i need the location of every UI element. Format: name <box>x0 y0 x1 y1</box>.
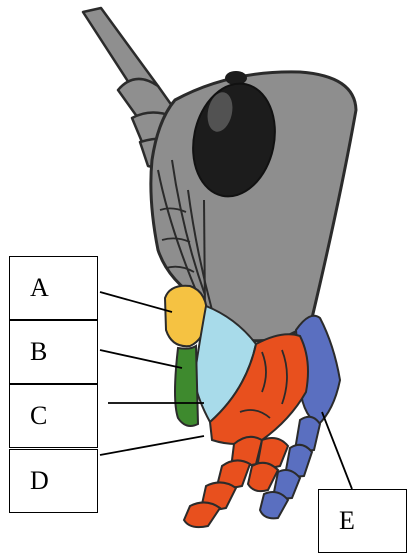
label-a-text: A <box>30 273 49 303</box>
part-b-region <box>175 346 198 426</box>
leader-line-e <box>322 412 352 489</box>
label-box-d: D <box>9 449 98 513</box>
leader-line-a <box>100 292 172 312</box>
label-e-text: E <box>339 506 355 536</box>
leader-line-b <box>100 350 182 368</box>
label-c-text: C <box>30 401 47 431</box>
label-b-text: B <box>30 337 47 367</box>
leader-line-d <box>100 436 204 455</box>
label-box-b: B <box>9 320 98 384</box>
label-box-c: C <box>9 384 98 448</box>
label-box-a: A <box>9 256 98 320</box>
label-box-e: E <box>318 489 407 553</box>
label-d-text: D <box>30 466 49 496</box>
